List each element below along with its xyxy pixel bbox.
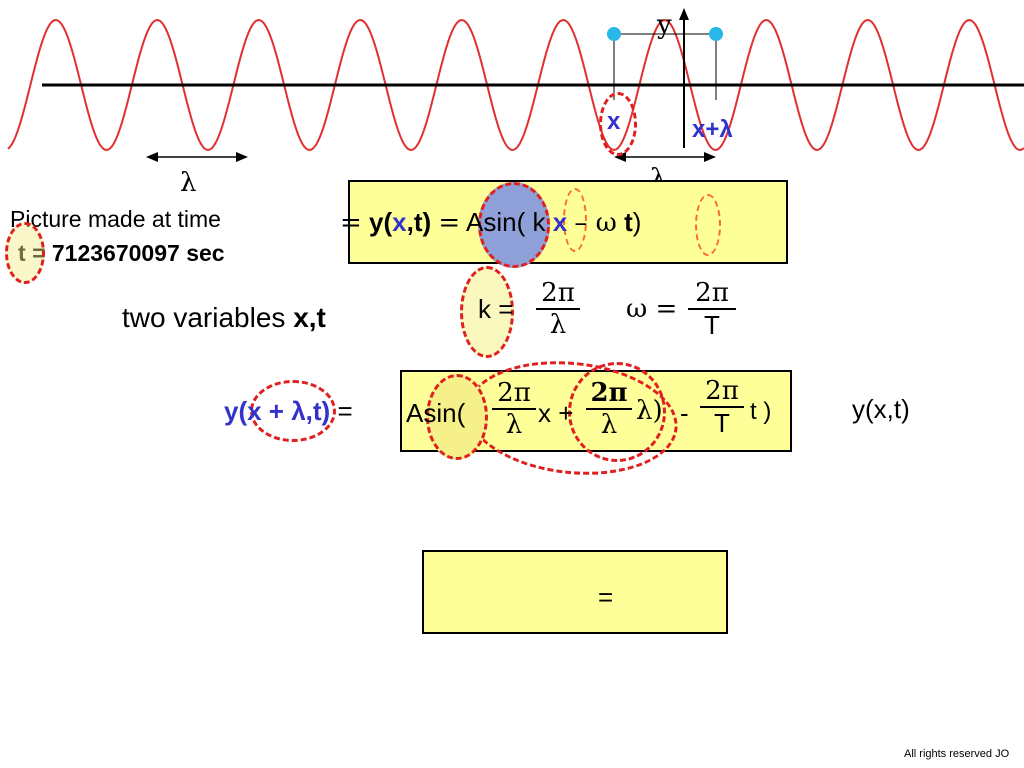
eq2-x-plus: x +: [538, 398, 574, 428]
sine-wave: [7, 18, 1024, 152]
y-axis-label: y: [657, 10, 672, 40]
two-pi-highlight: [568, 362, 666, 462]
eq1-t: t: [624, 207, 633, 237]
wavelength-arrow-right: [614, 152, 716, 162]
eq2-fraction-2: 2π λ: [586, 378, 632, 440]
k-definition-lhs: k =: [478, 294, 514, 324]
eq1-k: k: [532, 207, 546, 237]
eq2-f3-den: T: [714, 408, 730, 438]
x-label-highlight: [599, 92, 637, 156]
two-variables-text: two variables: [122, 302, 286, 333]
k-fraction: 2π λ: [536, 278, 580, 340]
eq2-lambda-paren: λ): [636, 396, 663, 426]
k-highlight: [563, 188, 587, 252]
eq2-fraction-1: 2π λ: [492, 378, 536, 440]
eq2-fraction-3: 2π T: [700, 376, 744, 438]
omega-definition-lhs: ω =: [626, 294, 678, 324]
eq1-y: y(: [369, 207, 393, 237]
eq2-result: y(x,t): [852, 394, 910, 424]
two-variables-bold: x,t: [293, 302, 326, 333]
eq2-f2-den: λ: [600, 410, 618, 440]
eq1-leading-equals: =: [340, 208, 362, 238]
wave-equation: = y(x,t) = Asin( k x – ω t): [340, 207, 641, 238]
x-plus-lambda-label: x+λ: [692, 116, 733, 143]
k-fraction-numerator: 2π: [541, 278, 575, 308]
eq2-f3-num: 2π: [705, 376, 739, 406]
wavelength-arrow-left: [146, 152, 248, 162]
y-axis-arrowhead: [679, 8, 689, 20]
eq1-asin: Asin: [466, 207, 517, 237]
eq2-asin: Asin(: [406, 398, 466, 428]
omega-t-highlight: [695, 194, 721, 256]
copyright-footer: All rights reserved JO: [904, 748, 1010, 760]
eq2-amplitude-highlight: [426, 374, 488, 460]
eq2-f1-num: 2π: [497, 378, 531, 408]
eq1-x2: x: [552, 207, 568, 237]
omega-fraction: 2π T: [688, 278, 736, 340]
marker-dot-x-plus-lambda: [709, 27, 723, 41]
eq1-equals: =: [438, 208, 461, 238]
eq1-minus-omega: – ω: [574, 208, 617, 238]
k-fraction-denominator: λ: [549, 310, 567, 340]
eq2-equals: =: [337, 396, 353, 426]
eq2-f2-num: 2π: [590, 378, 628, 408]
caption-line2: t = 7123670097 sec: [18, 240, 225, 267]
eq2-f1-den: λ: [505, 410, 523, 440]
eq1-x: x: [392, 207, 407, 237]
two-variables-note: two variables x,t: [122, 302, 326, 334]
omega-fraction-numerator: 2π: [695, 278, 729, 308]
amplitude-highlight: [478, 182, 550, 268]
eq1-open-paren: (: [516, 207, 526, 237]
omega-fraction-denominator: T: [704, 310, 720, 340]
caption-t-highlight: [5, 222, 45, 284]
caption-line1: Picture made at time: [10, 206, 221, 232]
eq2-minus: -: [680, 398, 689, 428]
caption-time-value: = 7123670097 sec: [32, 240, 225, 266]
lambda-label-left: λ: [180, 168, 197, 198]
x-plus-lambda-highlight: [250, 380, 336, 442]
eq1-comma-t: ,t): [406, 207, 432, 237]
eq2-lhs: y(x + λ,t) =: [224, 396, 353, 427]
eq2-t-close: t ): [750, 398, 772, 425]
eq1-close-paren: ): [632, 207, 642, 237]
marker-dot-x: [607, 27, 621, 41]
eq2-lhs-expression: y(x + λ,t): [224, 396, 331, 426]
k-definition-highlight: [460, 266, 514, 358]
result-equals: =: [598, 582, 614, 612]
result-equation-box: [422, 550, 728, 634]
